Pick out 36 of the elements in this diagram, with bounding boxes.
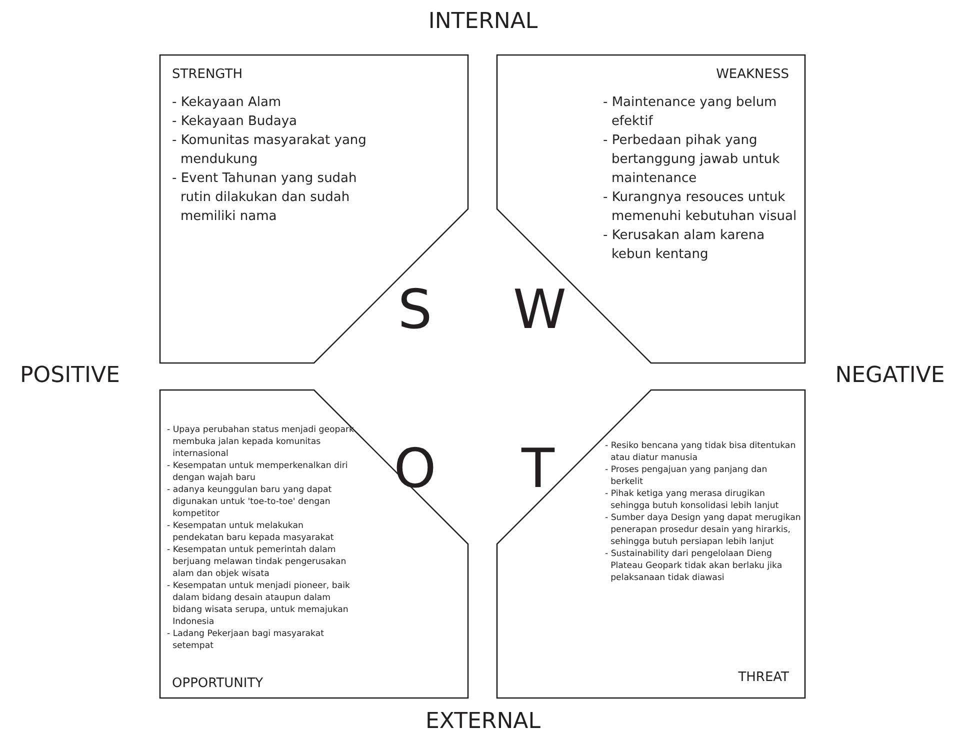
quadrant-heading: WEAKNESS — [716, 67, 789, 82]
axis-label: INTERNAL — [428, 11, 538, 33]
bullet-point: - Sustainability dari pengelolaan Dieng Plateau Geopark tidak akan berlaku jika pelaksanaan tidak diawasi — [605, 548, 784, 584]
swot-letter: S — [396, 283, 434, 337]
swot-quadrant — [160, 390, 468, 698]
bullet-point: - Maintenance yang belum efektif — [603, 94, 778, 131]
bullet-point: - Kesempatan untuk melakukan pendekatan baru kepada masyarakat — [167, 520, 335, 544]
bullet-point: - Pihak ketiga yang merasa dirugikan sehingga butuh konsolidasi lebih lanjut — [605, 488, 780, 512]
bullet-point: - Kesempatan untuk pemerintah dalam berjuang melawan tindak pengerusakan alam dan objek wisata — [167, 544, 348, 580]
bullet-point: - Kekayaan Alam — [172, 94, 282, 112]
bullet-point: - Event Tahunan yang sudah rutin dilakukan dan sudah memiliki nama — [172, 170, 358, 226]
bullet-point: - Proses pengajuan yang panjang dan berkelit — [605, 464, 768, 488]
bullet-point: - Perbedaan pihak yang bertanggung jawab untuk maintenance — [603, 132, 781, 188]
swot-quadrant — [497, 55, 805, 363]
bullet-point: - Kurangnya resouces untuk memenuhi kebutuhan visual — [603, 189, 798, 226]
swot-quadrant — [160, 55, 468, 363]
axis-label: POSITIVE — [20, 365, 120, 387]
bullet-point: - Upaya perubahan status menjadi geopark membuka jalan kepada komunitas internasional — [167, 424, 355, 460]
bullet-point: - Kekayaan Budaya — [172, 113, 298, 131]
swot-quadrant — [497, 390, 805, 698]
axis-label: NEGATIVE — [835, 365, 945, 387]
bullet-point: - Kesempatan untuk menjadi pioneer, baik dalam bidang desain ataupun dalam bidang wisata serupa, untuk memajukan Indonesia — [167, 580, 351, 628]
bullet-point: - Ladang Pekerjaan bagi masyarakat setempat — [167, 628, 326, 652]
swot-letter: T — [520, 442, 556, 496]
swot-letter: W — [513, 283, 563, 337]
bullet-point: - Sumber daya Design yang dapat merugikan penerapan prosedur desain yang hirarkis, sehingga butuh persiapan lebih lanjut — [605, 512, 801, 548]
bullet-point: - Kesempatan untuk memperkenalkan diri dengan wajah baru — [167, 460, 349, 484]
bullet-point: - Kerusakan alam karena kebun kentang — [603, 227, 766, 264]
quadrant-heading: STRENGTH — [172, 67, 242, 82]
quadrant-heading: THREAT — [738, 670, 789, 685]
quadrant-heading: OPPORTUNITY — [172, 676, 264, 691]
bullet-point: - Resiko bencana yang tidak bisa ditentukan atau diatur manusia — [605, 440, 797, 464]
bullet-point: - Komunitas masyarakat yang mendukung — [172, 132, 368, 169]
bullet-point: - adanya keunggulan baru yang dapat digunakan untuk 'toe-to-toe' dengan kompetitor — [167, 484, 333, 520]
swot-letter: O — [392, 442, 438, 496]
axis-label: EXTERNAL — [426, 711, 540, 733]
